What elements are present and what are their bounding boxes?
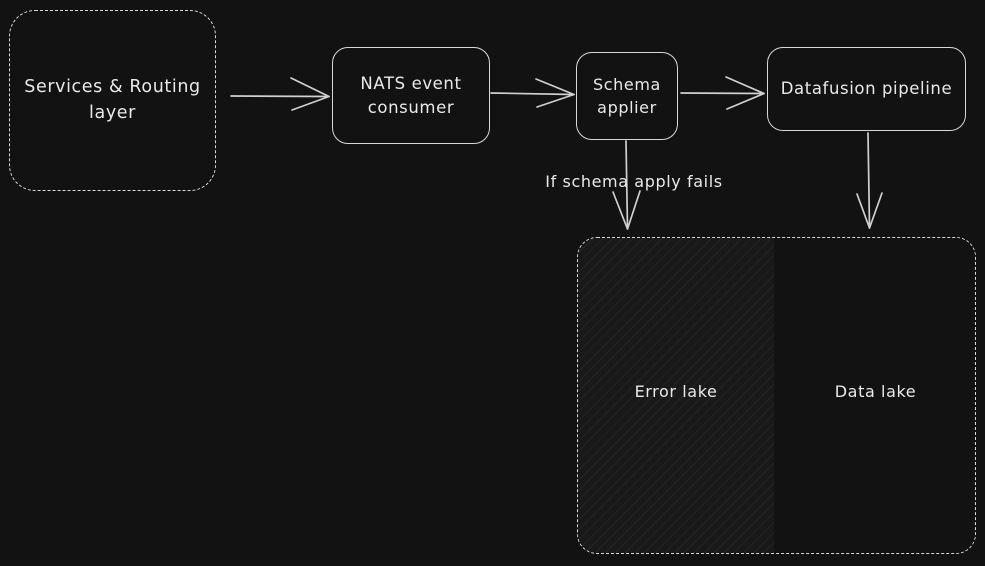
node-label-datafusion-pipeline: Datafusion pipeline — [780, 79, 953, 99]
edge-datafusion-to-data-lake — [856, 132, 883, 229]
edge-nats-to-schema — [490, 78, 575, 108]
node-data-lake[interactable]: Data lake — [774, 238, 975, 553]
node-label-services-routing-layer: Services & Routing layer — [24, 77, 201, 123]
node-nats-event-consumer[interactable]: NATS event consumer — [332, 47, 490, 144]
node-label-error-lake: Error lake — [634, 382, 718, 401]
edge-schema-to-error-lake — [612, 140, 641, 230]
edge-label-if-schema-apply-fails: If schema apply fails — [545, 172, 723, 191]
node-label-data-lake: Data lake — [834, 382, 917, 401]
node-lakes-container[interactable]: Error lake Data lake — [577, 237, 976, 554]
edge-services-to-nats — [230, 77, 330, 111]
node-services-routing-layer[interactable]: Services & Routing layer — [9, 10, 216, 191]
edge-schema-to-datafusion — [680, 76, 765, 110]
node-schema-applier[interactable]: Schema applier — [576, 52, 678, 140]
node-label-schema-applier: Schema applier — [593, 74, 661, 117]
node-label-nats-event-consumer: NATS event consumer — [360, 73, 462, 117]
node-error-lake[interactable]: Error lake — [578, 238, 774, 553]
node-datafusion-pipeline[interactable]: Datafusion pipeline — [767, 47, 966, 131]
